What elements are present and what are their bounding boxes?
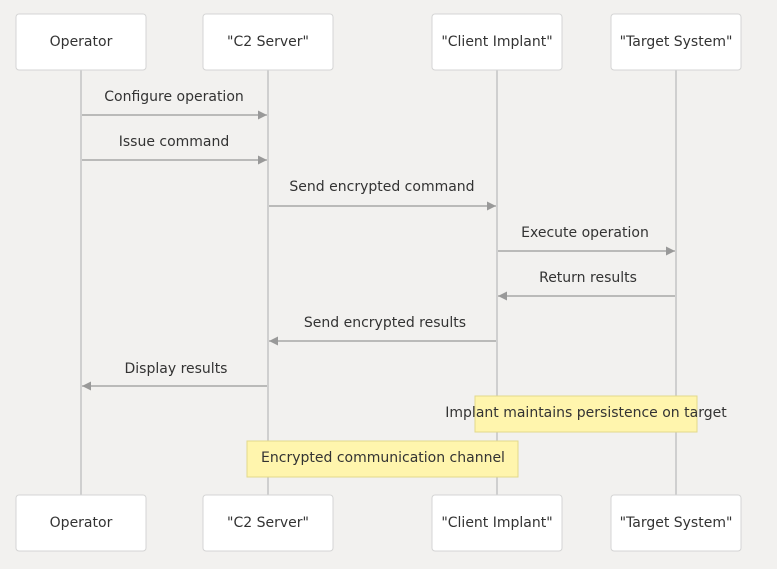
message-label: Configure operation (104, 89, 244, 105)
actor-label: Operator (50, 515, 113, 531)
message-label: Send encrypted command (289, 179, 474, 195)
notes: Implant maintains persistence on target … (246, 395, 727, 478)
actor-label: "Client Implant" (441, 515, 552, 531)
message-display-results: Display results (82, 361, 267, 391)
message-issue-command: Issue command (82, 134, 267, 165)
note-label: Encrypted communication channel (261, 450, 505, 466)
actor-label: "C2 Server" (227, 34, 309, 50)
message-return-results: Return results (498, 270, 675, 301)
message-label: Return results (539, 270, 637, 286)
message-label: Issue command (119, 134, 230, 150)
actor-label: Operator (50, 34, 113, 50)
actors-bottom: Operator "C2 Server" "Client Implant" "T… (15, 494, 742, 552)
note-implant-persistence: Implant maintains persistence on target (445, 395, 727, 433)
actor-operator-top: Operator (15, 13, 147, 71)
message-label: Send encrypted results (304, 315, 466, 331)
actor-label: "C2 Server" (227, 515, 309, 531)
message-send-encrypted-command: Send encrypted command (269, 179, 496, 211)
message-label: Execute operation (521, 225, 649, 241)
actor-client-implant-bottom: "Client Implant" (431, 494, 563, 552)
actor-c2-server-bottom: "C2 Server" (202, 494, 334, 552)
message-label: Display results (125, 361, 228, 377)
message-execute-operation: Execute operation (498, 225, 675, 256)
actor-target-system-bottom: "Target System" (610, 494, 742, 552)
note-label: Implant maintains persistence on target (445, 405, 727, 421)
actor-label: "Target System" (620, 34, 733, 50)
note-encrypted-channel: Encrypted communication channel (246, 440, 519, 478)
message-send-encrypted-results: Send encrypted results (269, 315, 496, 346)
actor-label: "Target System" (620, 515, 733, 531)
actor-label: "Client Implant" (441, 34, 552, 50)
message-configure-operation: Configure operation (82, 89, 267, 120)
actor-client-implant-top: "Client Implant" (431, 13, 563, 71)
actor-c2-server-top: "C2 Server" (202, 13, 334, 71)
actor-target-system-top: "Target System" (610, 13, 742, 71)
actors-top: Operator "C2 Server" "Client Implant" "T… (15, 13, 742, 71)
messages: Configure operation Issue command Send e… (82, 89, 675, 391)
actor-operator-bottom: Operator (15, 494, 147, 552)
